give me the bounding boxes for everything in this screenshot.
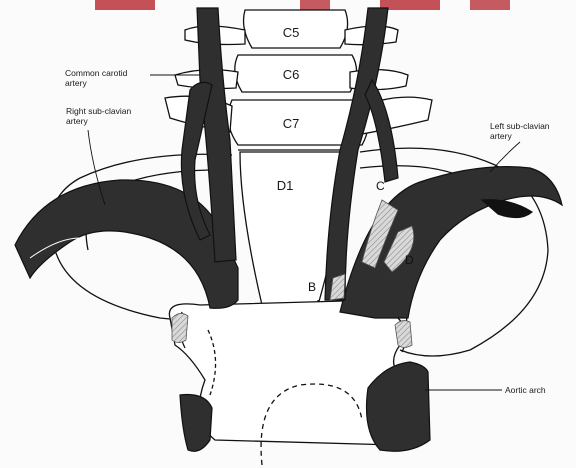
svg-text:Aortic arch: Aortic arch	[505, 385, 546, 395]
label-left-subclavian: Left sub-clavian artery	[490, 121, 550, 172]
vertebra-label-d1: D1	[277, 178, 294, 193]
label-aortic-arch: Aortic arch	[425, 385, 546, 395]
svg-text:Left sub-clavian: Left sub-clavian	[490, 121, 550, 131]
svg-text:artery: artery	[490, 131, 512, 141]
point-label-b: B	[308, 280, 316, 294]
vertebra-label-c7: C7	[283, 116, 300, 131]
right-subclavian-artery	[15, 180, 238, 308]
svg-text:Right sub-clavian: Right sub-clavian	[66, 106, 131, 116]
point-label-c: C	[376, 179, 385, 193]
point-label-d: D	[405, 253, 414, 267]
svg-text:artery: artery	[65, 78, 87, 88]
svg-text:Common carotid: Common carotid	[65, 68, 128, 78]
vertebra-label-c5: C5	[283, 25, 300, 40]
svg-text:artery: artery	[66, 116, 88, 126]
top-banner-fragment	[95, 0, 510, 10]
vertebra-label-c6: C6	[283, 67, 300, 82]
